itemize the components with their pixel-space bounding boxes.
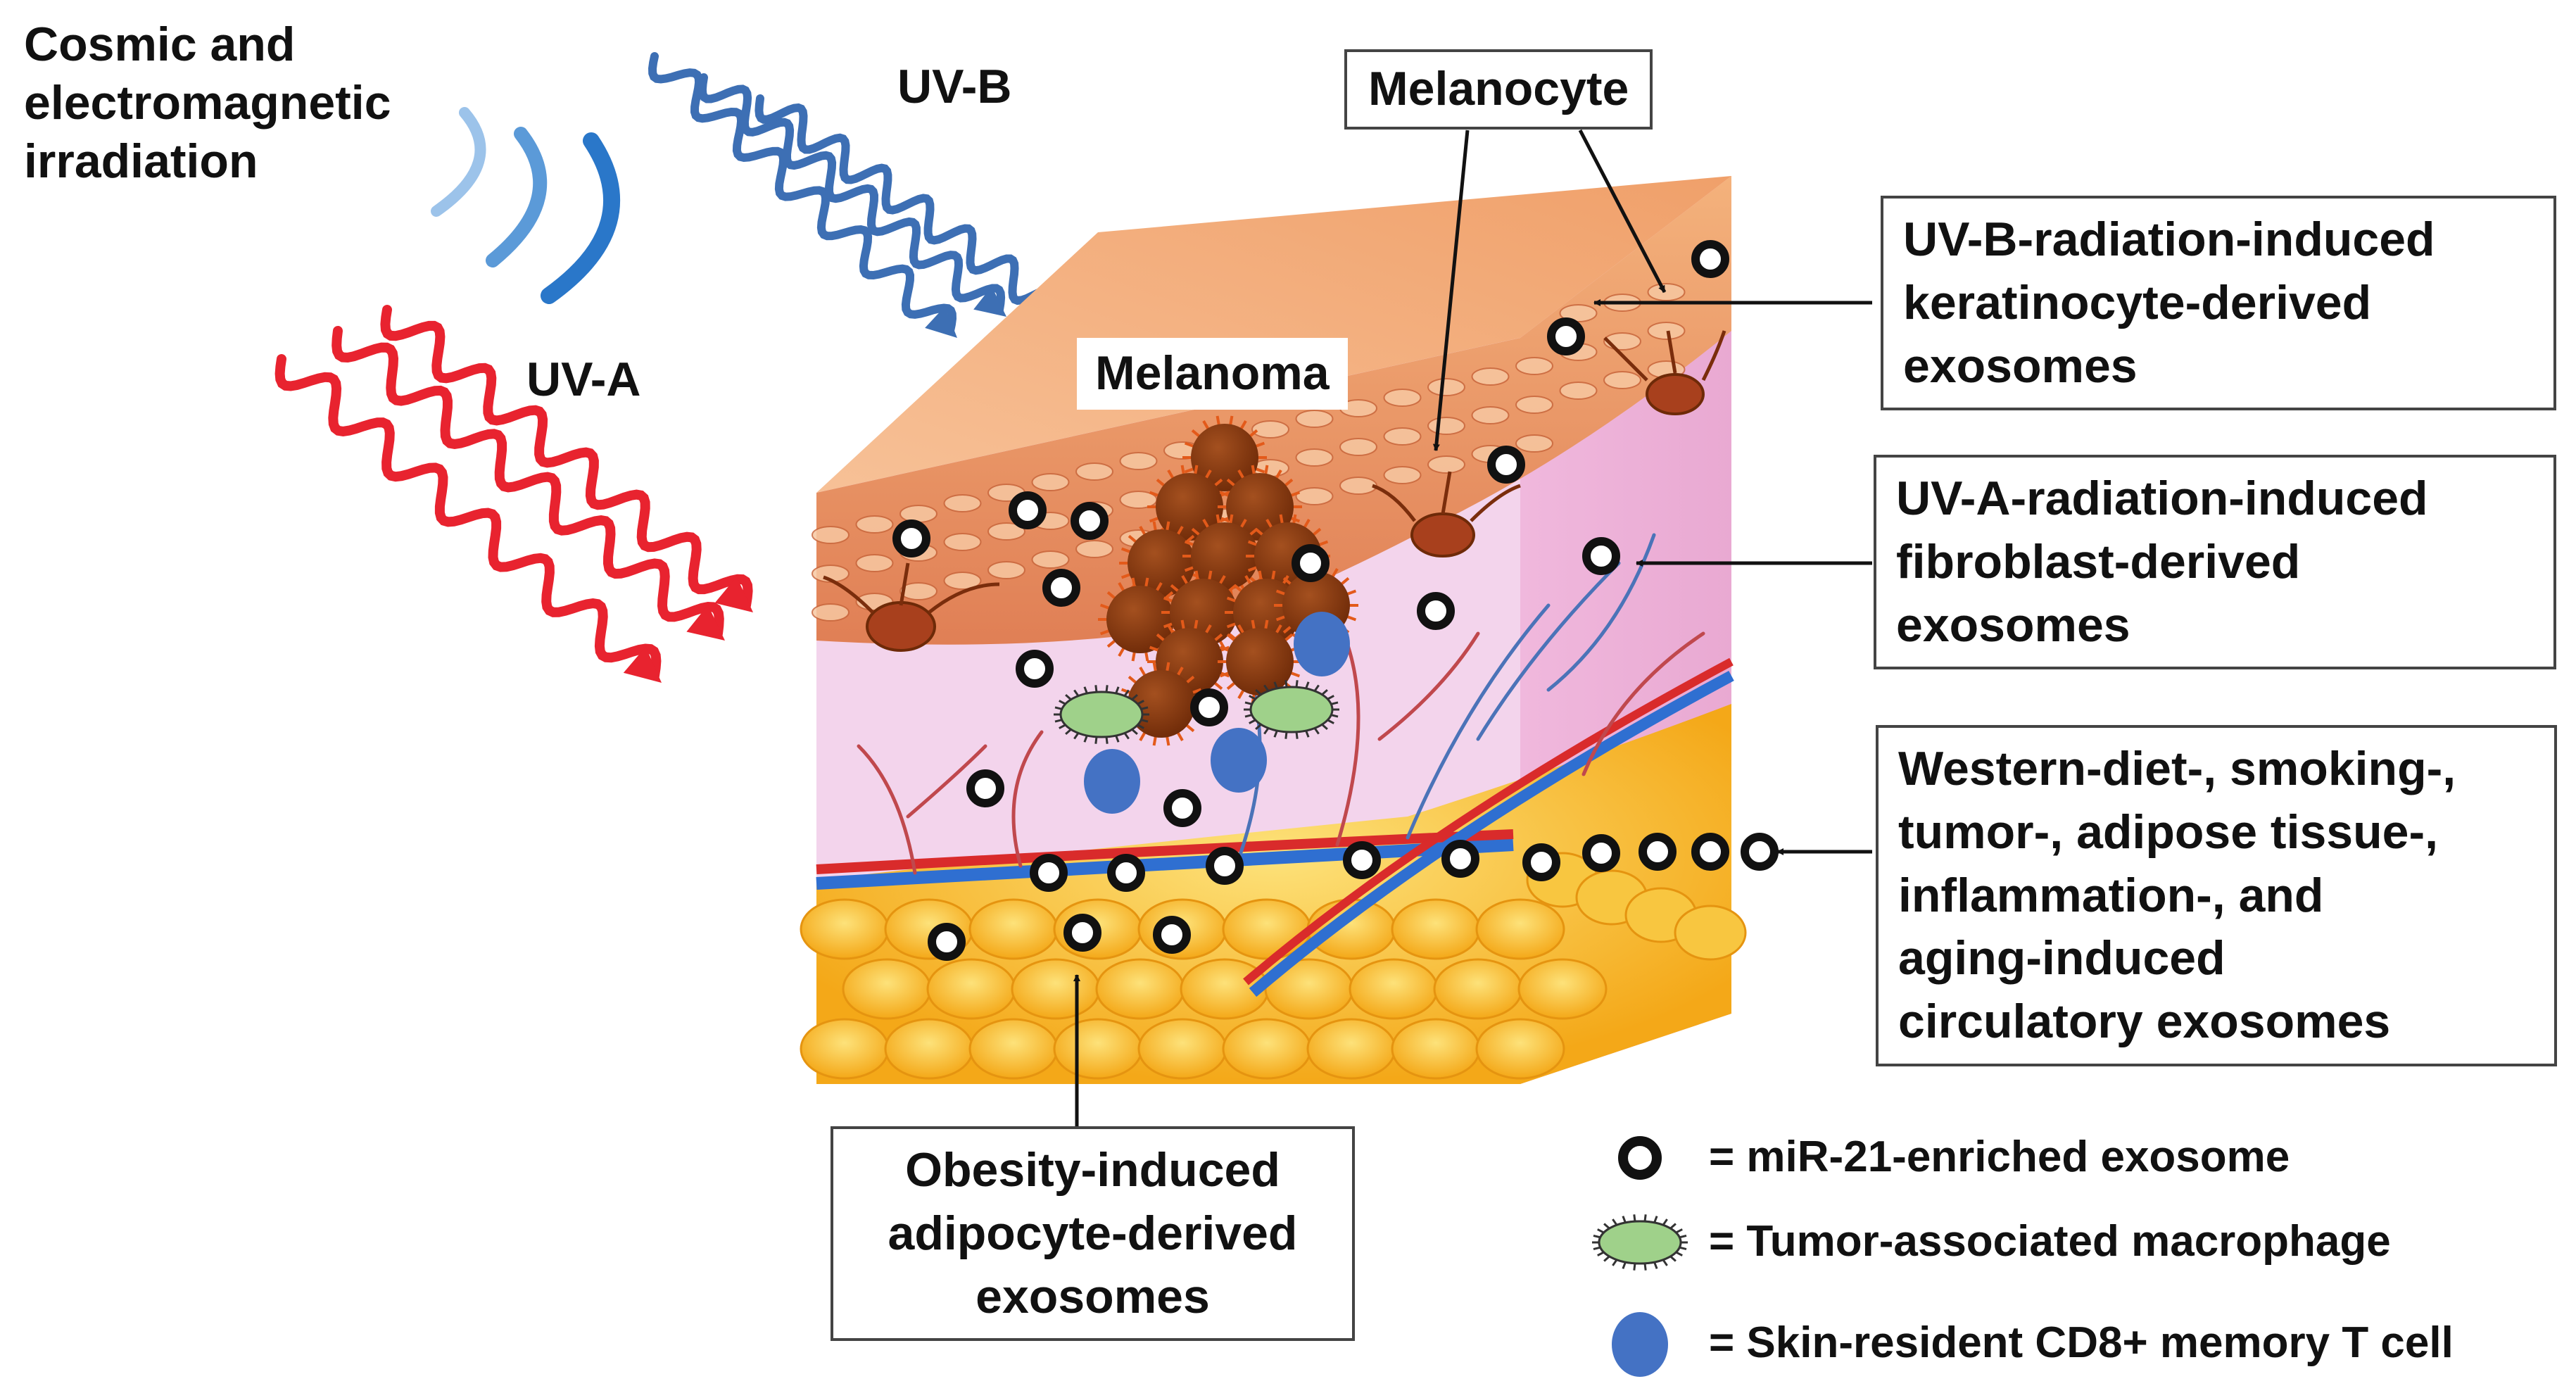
melanocyte-cells [823,330,1726,652]
melanocyte-label-box: Melanocyte [1344,49,1653,130]
legend-icons [1592,1136,1688,1377]
t-cells [1084,612,1350,814]
macrophages [1054,680,1339,744]
adipocyte-exosomes-box: Obesity-induced adipocyte-derived exosom… [831,1126,1355,1342]
legend-row-exosome: = miR-21-enriched exosome [1689,1132,2290,1182]
pointer-arrows [1073,129,1872,1140]
skin-block [800,176,1747,1084]
fibroblast-exosomes-box: UV-A-radiation-induced fibroblast-derive… [1874,455,2556,670]
cosmic-irradiation-label: Cosmic and electromagnetic irradiation [24,18,391,188]
cosmic-irradiation-arcs [431,107,621,304]
melanoma-label: Melanoma [1077,338,1348,410]
legend-row-macrophage: = Tumor-associated macrophage [1689,1216,2391,1266]
exosomes [892,240,1779,961]
uva-label: UV-A [526,353,641,406]
keratinocyte-exosomes-box: UV-B-radiation-induced keratinocyte-deri… [1881,196,2556,411]
legend-row-t-cell: = Skin-resident CD8+ memory T cell [1689,1318,2454,1368]
macrophage-icon [1592,1214,1688,1271]
exosome-ring-icon [1618,1136,1662,1180]
uva-waves [274,305,753,681]
uvb-label: UV-B [897,60,1012,113]
uvb-waves [648,52,1061,335]
t-cell-icon [1612,1312,1668,1377]
legend-text-exosome: = miR-21-enriched exosome [1709,1133,2290,1181]
circulatory-exosomes-box: Western-diet-, smoking-, tumor-, adipose… [1876,725,2557,1066]
legend-text-macrophage: = Tumor-associated macrophage [1709,1217,2391,1266]
legend-text-t-cell: = Skin-resident CD8+ memory T cell [1709,1318,2454,1367]
